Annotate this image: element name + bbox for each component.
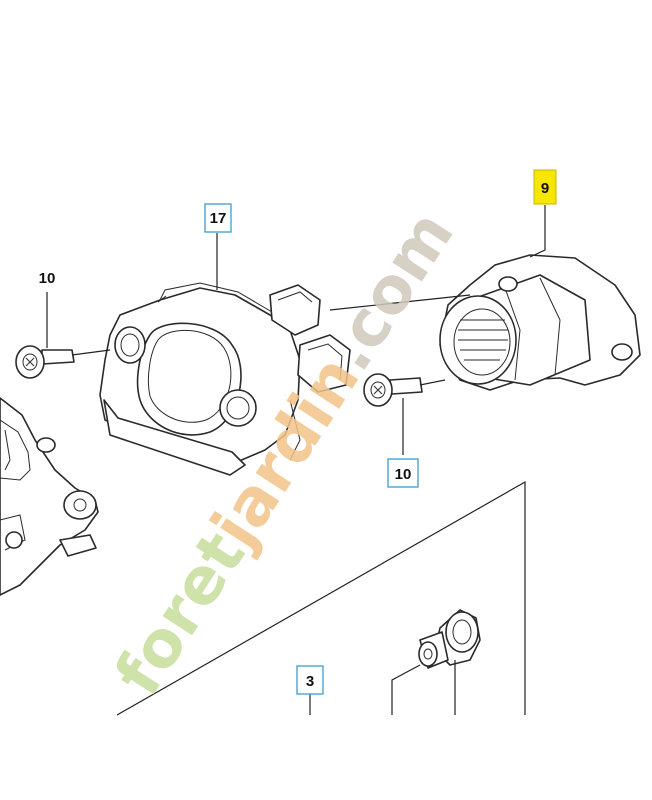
carburetor-part [0, 397, 99, 596]
svg-text:3: 3 [306, 673, 314, 690]
watermark-logo: foretjardin.com [101, 199, 468, 709]
callout-10-right: 10 [387, 458, 419, 488]
screw-part-right [363, 373, 423, 407]
svg-text:10: 10 [39, 270, 56, 287]
leader-lines [46, 205, 546, 715]
callout-3: 3 [296, 665, 324, 695]
svg-text:17: 17 [210, 210, 227, 227]
intake-manifold-part [99, 282, 351, 476]
callout-17: 17 [204, 203, 232, 233]
callout-10-left: 10 [39, 270, 56, 287]
callout-9: 9 [533, 169, 557, 205]
intake-boot-part [439, 254, 641, 391]
svg-text:10: 10 [395, 466, 412, 483]
svg-text:9: 9 [541, 180, 549, 197]
screw-part-left [15, 345, 75, 379]
svg-text:foretjardin.com: foretjardin.com [101, 199, 468, 709]
inset-frame [116, 480, 526, 716]
plug-part [418, 609, 481, 669]
